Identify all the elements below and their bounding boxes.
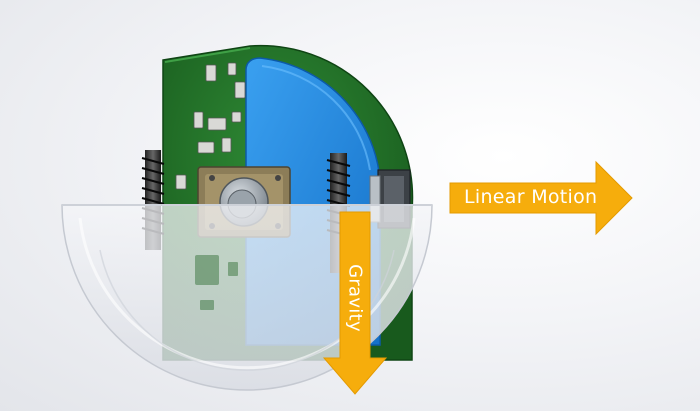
linear-motion-label: Linear Motion [464, 186, 598, 208]
pcb-components [175, 62, 246, 190]
linear-motion-arrow [449, 160, 633, 236]
gravity-label: Gravity [344, 264, 366, 332]
gravity-arrow [322, 211, 388, 395]
